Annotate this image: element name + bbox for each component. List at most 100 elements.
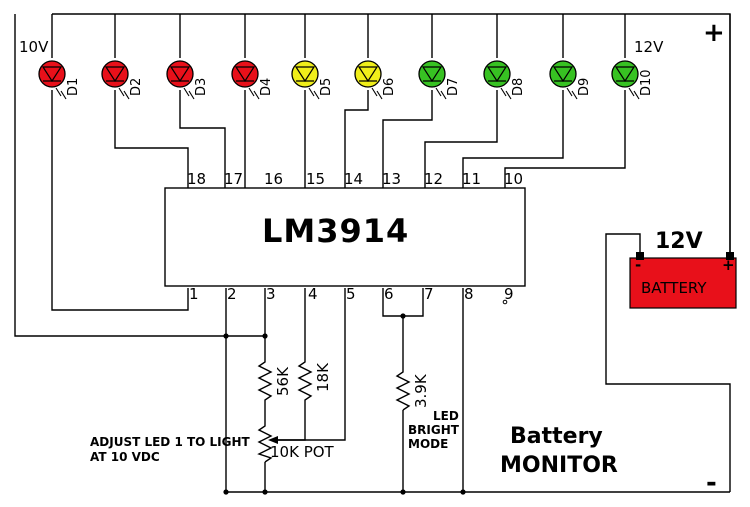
wire-d2-pin18 bbox=[114, 90, 189, 188]
bottom-pin-label: 1 bbox=[189, 285, 199, 303]
led-body bbox=[101, 60, 129, 88]
title-monitor: MONITOR bbox=[500, 453, 618, 478]
led-label: D1 bbox=[66, 77, 81, 96]
led-body bbox=[483, 60, 511, 88]
wire-18k-pin4-junction bbox=[276, 404, 306, 441]
wire-d9-pin11 bbox=[462, 90, 564, 188]
light-arrow bbox=[55, 87, 62, 97]
led-d6 bbox=[354, 60, 383, 100]
light-arrow bbox=[371, 87, 378, 97]
led-body bbox=[549, 60, 577, 88]
led-mode-line3: MODE bbox=[408, 437, 449, 451]
wire-d10-pin10 bbox=[504, 90, 626, 188]
title-battery: Battery bbox=[510, 424, 603, 449]
resistor-3-9k-label: 3.9K bbox=[412, 374, 430, 408]
led-d3 bbox=[166, 60, 195, 100]
bottom-pin-label: 3 bbox=[266, 285, 276, 303]
minus-terminal-label: - bbox=[706, 468, 717, 498]
led-label: D7 bbox=[446, 77, 461, 96]
led-body bbox=[611, 60, 639, 88]
battery-terminal-pos bbox=[726, 252, 734, 260]
led-label: D3 bbox=[194, 77, 209, 96]
top-pin-label: 11 bbox=[462, 170, 482, 188]
wire-pin5 bbox=[276, 288, 346, 441]
resistor-56k bbox=[257, 358, 273, 404]
bottom-pin-label: 5 bbox=[346, 285, 356, 303]
pot-wiper-arrow bbox=[268, 436, 278, 444]
battery-neg-sign: - bbox=[635, 256, 642, 274]
top-pin-label: 13 bbox=[382, 170, 402, 188]
light-arrow bbox=[571, 90, 578, 100]
diode-triangle bbox=[421, 66, 443, 83]
chip-label: LM3914 bbox=[262, 212, 410, 250]
wire-d7-pin13 bbox=[382, 90, 433, 188]
led-body bbox=[38, 60, 66, 88]
voltage-low-label: 10V bbox=[19, 38, 49, 56]
resistor-3-9k bbox=[395, 368, 411, 411]
battery-text: BATTERY bbox=[641, 279, 707, 297]
led-body bbox=[418, 60, 446, 88]
plus-terminal-label: + bbox=[703, 18, 725, 48]
wire-d8-pin12 bbox=[424, 90, 498, 188]
lm3914-chip-body bbox=[164, 187, 526, 287]
diode-triangle bbox=[104, 66, 126, 83]
diode-triangle bbox=[552, 66, 574, 83]
wire-supply-left bbox=[14, 14, 226, 337]
led-d8 bbox=[483, 60, 512, 100]
wire-d6-pin14 bbox=[344, 90, 369, 188]
led-d7 bbox=[418, 60, 447, 100]
led-body bbox=[166, 60, 194, 88]
light-arrow bbox=[123, 90, 130, 100]
light-arrow bbox=[188, 90, 195, 100]
light-arrow bbox=[183, 87, 190, 97]
bottom-pin-label: 4 bbox=[308, 285, 318, 303]
led-label: D2 bbox=[129, 77, 144, 96]
bottom-pin-label: 8 bbox=[464, 285, 474, 303]
resistor-56k-label: 56K bbox=[274, 367, 292, 396]
led-body bbox=[354, 60, 382, 88]
led-label: D4 bbox=[259, 77, 274, 96]
top-pin-label: 17 bbox=[224, 170, 244, 188]
light-arrow bbox=[628, 87, 635, 97]
led-label: D9 bbox=[577, 77, 592, 96]
led-label: D5 bbox=[319, 77, 334, 96]
top-pin-label: 10 bbox=[504, 170, 524, 188]
junction-dot bbox=[400, 313, 406, 319]
light-arrow bbox=[633, 90, 640, 100]
led-body bbox=[231, 60, 259, 88]
light-arrow bbox=[118, 87, 125, 97]
led-mode-line2: BRIGHT bbox=[408, 423, 459, 437]
diode-triangle bbox=[169, 66, 191, 83]
junction-dot bbox=[223, 333, 229, 339]
diode-triangle bbox=[486, 66, 508, 83]
led-d4 bbox=[231, 60, 260, 100]
light-arrow bbox=[440, 90, 447, 100]
led-d2 bbox=[101, 60, 130, 100]
bottom-pin-label: 7 bbox=[424, 285, 434, 303]
led-label: D6 bbox=[382, 77, 397, 96]
top-pin-label: 16 bbox=[264, 170, 284, 188]
light-arrow bbox=[435, 87, 442, 97]
resistor-18k-label: 18K bbox=[314, 363, 332, 392]
diode-triangle bbox=[294, 66, 316, 83]
voltage-high-label: 12V bbox=[634, 38, 664, 56]
resistor-18k bbox=[297, 358, 313, 404]
battery-pos-sign: + bbox=[722, 256, 735, 274]
light-arrow bbox=[248, 87, 255, 97]
light-arrow bbox=[505, 90, 512, 100]
adjust-note-line1: ADJUST LED 1 TO LIGHT bbox=[90, 435, 250, 449]
led-d1 bbox=[38, 60, 67, 100]
junction-dot bbox=[460, 489, 466, 495]
pin9-unconnected bbox=[502, 299, 508, 305]
diode-triangle bbox=[41, 66, 63, 83]
junction-dot bbox=[400, 489, 406, 495]
adjust-note-line2: AT 10 VDC bbox=[90, 450, 160, 464]
battery-terminal-neg bbox=[636, 252, 644, 260]
top-pin-label: 15 bbox=[306, 170, 326, 188]
pot-label: 10K POT bbox=[270, 443, 334, 461]
bottom-pin-label: 6 bbox=[384, 285, 394, 303]
junction-dot bbox=[223, 489, 229, 495]
potentiometer-10k bbox=[257, 422, 273, 463]
light-arrow bbox=[566, 87, 573, 97]
